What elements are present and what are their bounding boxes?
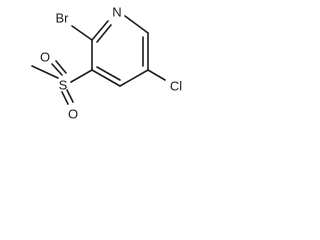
atom-label-o-top: O <box>40 50 50 65</box>
bond-c5-cl <box>147 69 166 81</box>
bond-c4-c3 <box>91 69 121 87</box>
bond-c4-c3-double <box>96 66 121 81</box>
bond-n1-c6 <box>124 15 149 34</box>
atom-labels: N Br S O O Cl <box>40 5 182 122</box>
bond-s-methyl <box>31 65 59 79</box>
bond-s-o-top <box>51 63 63 76</box>
atom-label-cl: Cl <box>170 79 182 94</box>
chemical-structure-diagram: N Br S O O Cl <box>31 5 182 122</box>
pyridine-ring <box>91 15 149 87</box>
bond-s-o-top-double <box>55 60 67 74</box>
substituent-bonds <box>31 25 166 105</box>
bond-c2-n1-double <box>96 24 112 43</box>
atom-label-o-bottom: O <box>68 107 78 122</box>
bond-c2-br <box>71 25 93 41</box>
atom-label-s: S <box>59 78 68 93</box>
bond-c2-n1 <box>91 20 109 41</box>
atom-label-br: Br <box>56 11 70 26</box>
bond-s-o-bottom <box>61 91 69 105</box>
bond-c3-s <box>70 69 93 83</box>
bond-s-o-bottom-double <box>66 89 74 103</box>
bond-c5-c4 <box>119 69 149 87</box>
atom-label-n: N <box>112 5 121 20</box>
